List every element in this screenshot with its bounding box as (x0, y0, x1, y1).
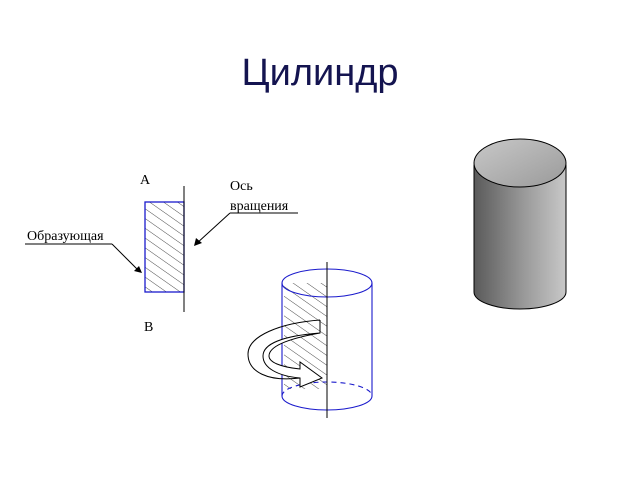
rotation-arrow-icon (247, 319, 324, 388)
label-point-b: В (144, 320, 153, 335)
generatrix-rectangle (144, 201, 185, 293)
solid-cylinder-icon (473, 138, 567, 310)
axis-leader-line (195, 212, 231, 245)
wireframe-cylinder-figure (247, 262, 373, 418)
generatrix-leader-arrowhead (134, 266, 142, 273)
axis-leader-arrowhead (194, 238, 202, 246)
generatrix-leader-line (111, 243, 140, 272)
generatrix-rectangle-figure: А В Ось вращения Образующая (25, 173, 298, 335)
label-generatrix: Образующая (27, 229, 104, 244)
label-point-a: А (140, 173, 151, 188)
label-axis-line2: вращения (230, 199, 289, 214)
label-axis-line1: Ось (230, 179, 253, 194)
slide-title: Цилиндр (241, 52, 399, 94)
